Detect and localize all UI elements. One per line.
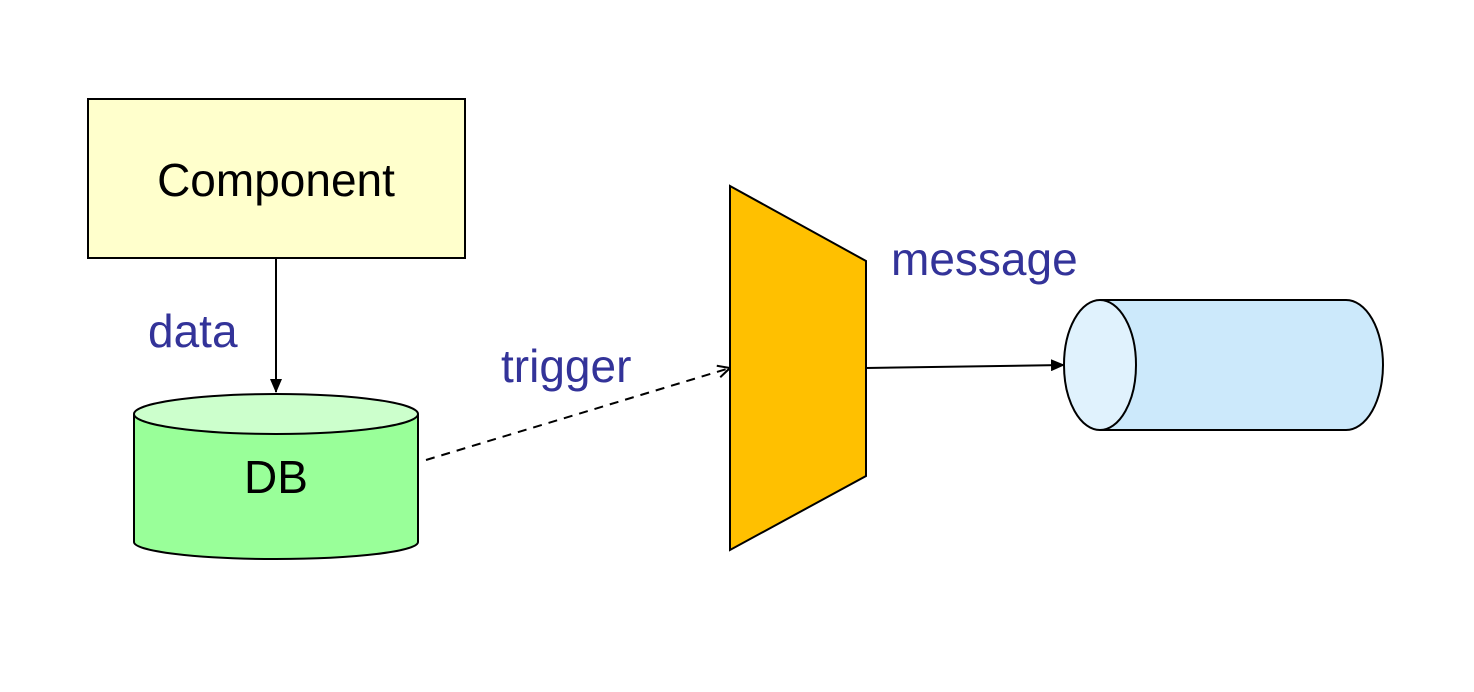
trigger-label: trigger xyxy=(501,340,631,392)
channel-cylinder-end xyxy=(1063,299,1137,431)
db-cylinder-body xyxy=(133,414,419,560)
data-edge: data xyxy=(148,258,282,393)
component-label: Component xyxy=(157,154,395,206)
trigger-arrow xyxy=(425,368,730,461)
component-box xyxy=(87,98,466,259)
message-label: message xyxy=(891,233,1078,285)
message-edge: message xyxy=(865,233,1078,372)
trigger-edge: trigger xyxy=(425,340,730,461)
data-label: data xyxy=(148,305,238,357)
translator-shape xyxy=(729,184,867,552)
db-node: DB xyxy=(133,393,419,560)
db-cylinder-top xyxy=(133,393,419,435)
component-node: Component xyxy=(87,98,466,259)
channel-node xyxy=(1063,299,1384,431)
db-label: DB xyxy=(244,451,308,503)
translator-node xyxy=(729,184,867,552)
message-arrow xyxy=(865,359,1065,372)
channel-cylinder-body xyxy=(1100,299,1384,431)
